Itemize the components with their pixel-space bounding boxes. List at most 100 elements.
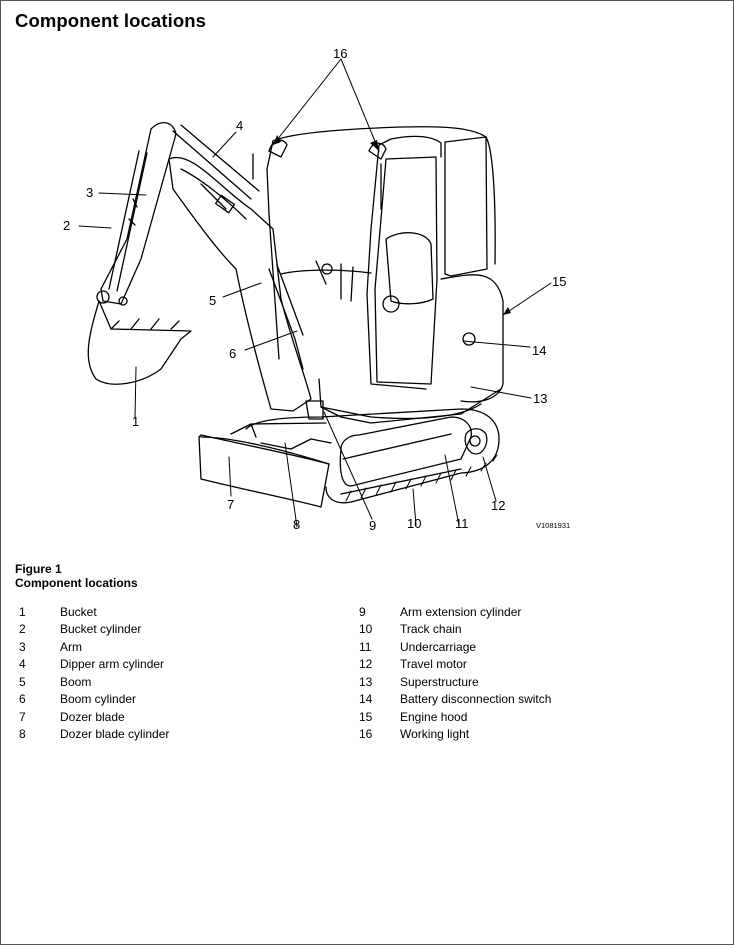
legend-right: 9 Arm extension cylinder 10 Track chain 11…	[359, 603, 551, 743]
cab-door-frame	[378, 135, 442, 158]
arm	[100, 122, 177, 305]
undercarriage	[339, 416, 472, 487]
boom	[168, 156, 312, 412]
bucket-cylinder	[108, 150, 148, 292]
bucket	[87, 300, 192, 385]
legend-number: 9	[359, 604, 366, 619]
callout-7: 7	[227, 497, 234, 512]
legend-item: 10 Track chain	[359, 621, 551, 639]
engine-hood	[440, 274, 504, 403]
working-light-left	[268, 139, 288, 158]
legend-number: 7	[19, 709, 26, 724]
legend-item: 16 Working light	[359, 726, 551, 744]
legend-number: 16	[359, 727, 373, 742]
legend-number: 2	[19, 622, 26, 637]
cab-front-frame	[266, 140, 280, 360]
legend-label: Bucket cylinder	[60, 622, 142, 637]
leader-lines	[78, 58, 552, 528]
callout-2: 2	[63, 218, 70, 233]
legend-item: 6 Boom cylinder	[19, 691, 169, 709]
cab-door	[366, 144, 427, 390]
cab-rear-window	[444, 136, 488, 277]
track-chain-ribs	[345, 454, 498, 502]
callout-12: 12	[491, 498, 505, 513]
track-chain	[245, 408, 500, 504]
callout-10: 10	[407, 516, 421, 531]
legend-item: 4 Dipper arm cylinder	[19, 656, 169, 674]
figure-label: Figure 1	[15, 562, 62, 576]
callout-1: 1	[132, 414, 139, 429]
figure-code: V1081931	[536, 521, 570, 530]
page-title: Component locations	[15, 10, 207, 31]
boom-cylinder	[268, 264, 304, 370]
legend-item: 12 Travel motor	[359, 656, 551, 674]
seat	[385, 232, 434, 305]
legend-number: 15	[359, 709, 373, 724]
figure-title: Component locations	[15, 576, 138, 590]
legend-label: Arm	[60, 639, 82, 654]
callout-5: 5	[209, 293, 216, 308]
legend-left: 1 Bucket 2 Bucket cylinder 3 Arm 4 Dipper ar…	[19, 603, 169, 743]
legend-item: 15 Engine hood	[359, 708, 551, 726]
callout-9: 9	[369, 518, 376, 533]
legend-label: Boom cylinder	[60, 692, 137, 707]
callout-8: 8	[293, 517, 300, 532]
legend-item: 8 Dozer blade cylinder	[19, 726, 169, 744]
superstructure-base	[320, 388, 502, 424]
legend-label: Working light	[400, 727, 470, 742]
legend-label: Engine hood	[400, 709, 468, 724]
callout-11: 11	[455, 516, 469, 531]
legend-number: 13	[359, 674, 373, 689]
legend-number: 5	[19, 674, 26, 689]
legend-number: 11	[359, 639, 372, 654]
legend-number: 1	[19, 604, 26, 619]
working-light-right	[368, 142, 387, 160]
legend-item: 7 Dozer blade	[19, 708, 169, 726]
legend-number: 14	[359, 692, 373, 707]
legend-number: 3	[19, 639, 26, 654]
cab-door-window	[374, 156, 438, 385]
legend-item: 3 Arm	[19, 638, 169, 656]
callout-3: 3	[86, 185, 93, 200]
legend-item: 13 Superstructure	[359, 673, 551, 691]
callout-15: 15	[552, 274, 566, 289]
callout-6: 6	[229, 346, 236, 361]
callout-13: 13	[533, 391, 547, 406]
legend-label: Dipper arm cylinder	[60, 657, 165, 672]
legend-label: Arm extension cylinder	[400, 604, 522, 619]
battery-switch-icon	[462, 332, 476, 346]
legend-label: Dozer blade	[60, 709, 125, 724]
legend-number: 4	[19, 657, 26, 672]
dozer-blade-cylinder	[260, 438, 332, 450]
callout-4: 4	[236, 118, 243, 133]
callout-14: 14	[532, 343, 546, 358]
legend-item: 11 Undercarriage	[359, 638, 551, 656]
dozer-blade	[198, 434, 330, 508]
legend-item: 2 Bucket cylinder	[19, 621, 169, 639]
legend-number: 10	[359, 622, 373, 637]
legend-label: Undercarriage	[400, 639, 477, 654]
dipper-arm-cylinder	[172, 124, 260, 200]
excavator-illustration: 16 4 3 2 5 6 1 7 8 9 10 11 12 13 14 15 V…	[63, 46, 570, 533]
legend-label: Travel motor	[400, 657, 467, 672]
legend-item: 5 Boom	[19, 673, 169, 691]
travel-motor	[464, 428, 488, 455]
legend-number: 6	[19, 692, 26, 707]
legend-label: Dozer blade cylinder	[60, 727, 170, 742]
arm-extension-cylinder	[305, 400, 324, 420]
legend-number: 8	[19, 727, 26, 742]
legend-label: Boom	[60, 674, 92, 689]
legend-item: 1 Bucket	[19, 603, 169, 621]
legend-label: Bucket	[60, 604, 97, 619]
legend-item: 9 Arm extension cylinder	[359, 603, 551, 621]
legend-label: Track chain	[400, 622, 462, 637]
cab-rear-side	[485, 136, 496, 265]
legend-label: Superstructure	[400, 674, 479, 689]
legend-number: 12	[359, 657, 373, 672]
callout-16: 16	[333, 46, 347, 61]
cab-roof	[272, 126, 487, 142]
excavator-figure: 16 4 3 2 5 6 1 7 8 9 10 11 12 13 14 15 V…	[41, 39, 601, 539]
figure-caption: Figure 1 Component locations	[15, 562, 138, 590]
